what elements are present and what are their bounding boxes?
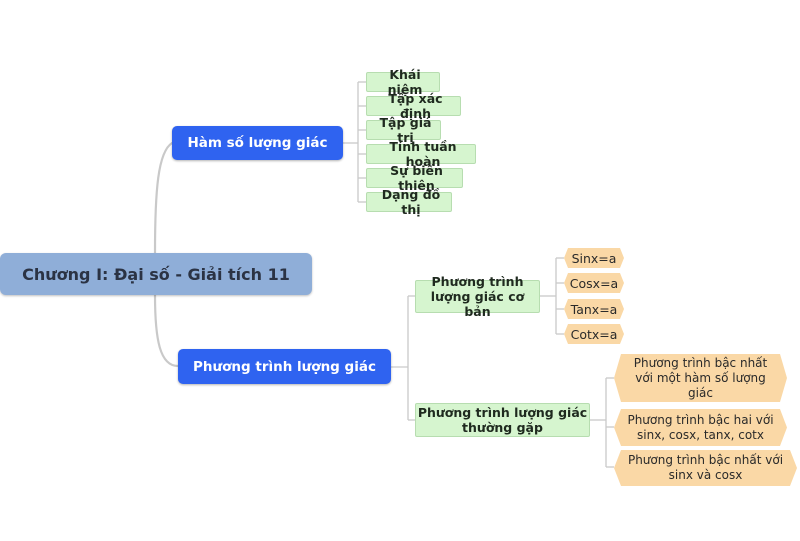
subtopic-dang-do-thi[interactable]: Dạng đồ thị [366,187,452,217]
subtopic-label: Tính tuần hoàn [389,139,457,169]
subtopic-label: Tập xác định [388,91,443,121]
subtopic-tap-xac-dinh[interactable]: Tập xác định [366,91,461,121]
subtopic-label: Sự biến thiên [390,163,443,193]
formula-tanx[interactable]: Tanx=a [564,299,624,319]
subtopic-label: Tập giá trị [379,115,432,145]
equation-type-bac-nhat-mot-ham[interactable]: Phương trình bậc nhất với một hàm số lượ… [614,354,787,402]
main-topic-label: Hàm số lượng giác [187,135,328,151]
subtopic-khai-niem[interactable]: Khái niệm [366,67,440,97]
formula-label: Cotx=a [570,326,618,342]
equation-type-bac-nhat-sin-cos[interactable]: Phương trình bậc nhất với sinx và cosx [614,450,797,486]
subtopic-label: Phương trình lượng giác cơ bản [430,274,525,319]
formula-sinx[interactable]: Sinx=a [564,248,624,268]
subtopic-pt-thuong-gap[interactable]: Phương trình lượng giác thường gặp [415,403,590,437]
subtopic-label: Khái niệm [387,67,423,97]
main-topic-ham-so[interactable]: Hàm số lượng giác [172,126,343,160]
main-topic-phuong-trinh[interactable]: Phương trình lượng giác [178,349,391,384]
formula-label: Tanx=a [570,301,618,317]
formula-label: Cosx=a [569,275,619,291]
formula-cotx[interactable]: Cotx=a [564,324,624,344]
subtopic-tinh-tuan-hoan[interactable]: Tính tuần hoàn [366,139,476,169]
equation-type-label: Phương trình bậc nhất với một hàm số lượ… [633,355,768,400]
equation-type-bac-hai[interactable]: Phương trình bậc hai với sinx, cosx, tan… [614,409,787,446]
subtopic-pt-co-ban[interactable]: Phương trình lượng giác cơ bản [415,274,540,319]
main-topic-label: Phương trình lượng giác [193,358,376,375]
subtopic-tap-gia-tri[interactable]: Tập giá trị [366,115,441,145]
equation-type-label: Phương trình bậc nhất với sinx và cosx [627,453,784,482]
subtopic-label: Dạng đồ thị [381,187,441,217]
formula-label: Sinx=a [571,250,617,266]
root-topic-label: Chương I: Đại số - Giải tích 11 [22,264,290,284]
equation-type-label: Phương trình bậc hai với sinx, cosx, tan… [627,412,774,442]
formula-cosx[interactable]: Cosx=a [564,273,624,293]
root-topic[interactable]: Chương I: Đại số - Giải tích 11 [0,253,312,295]
subtopic-su-bien-thien[interactable]: Sự biến thiên [366,163,463,193]
subtopic-label: Phương trình lượng giác thường gặp [417,405,588,435]
